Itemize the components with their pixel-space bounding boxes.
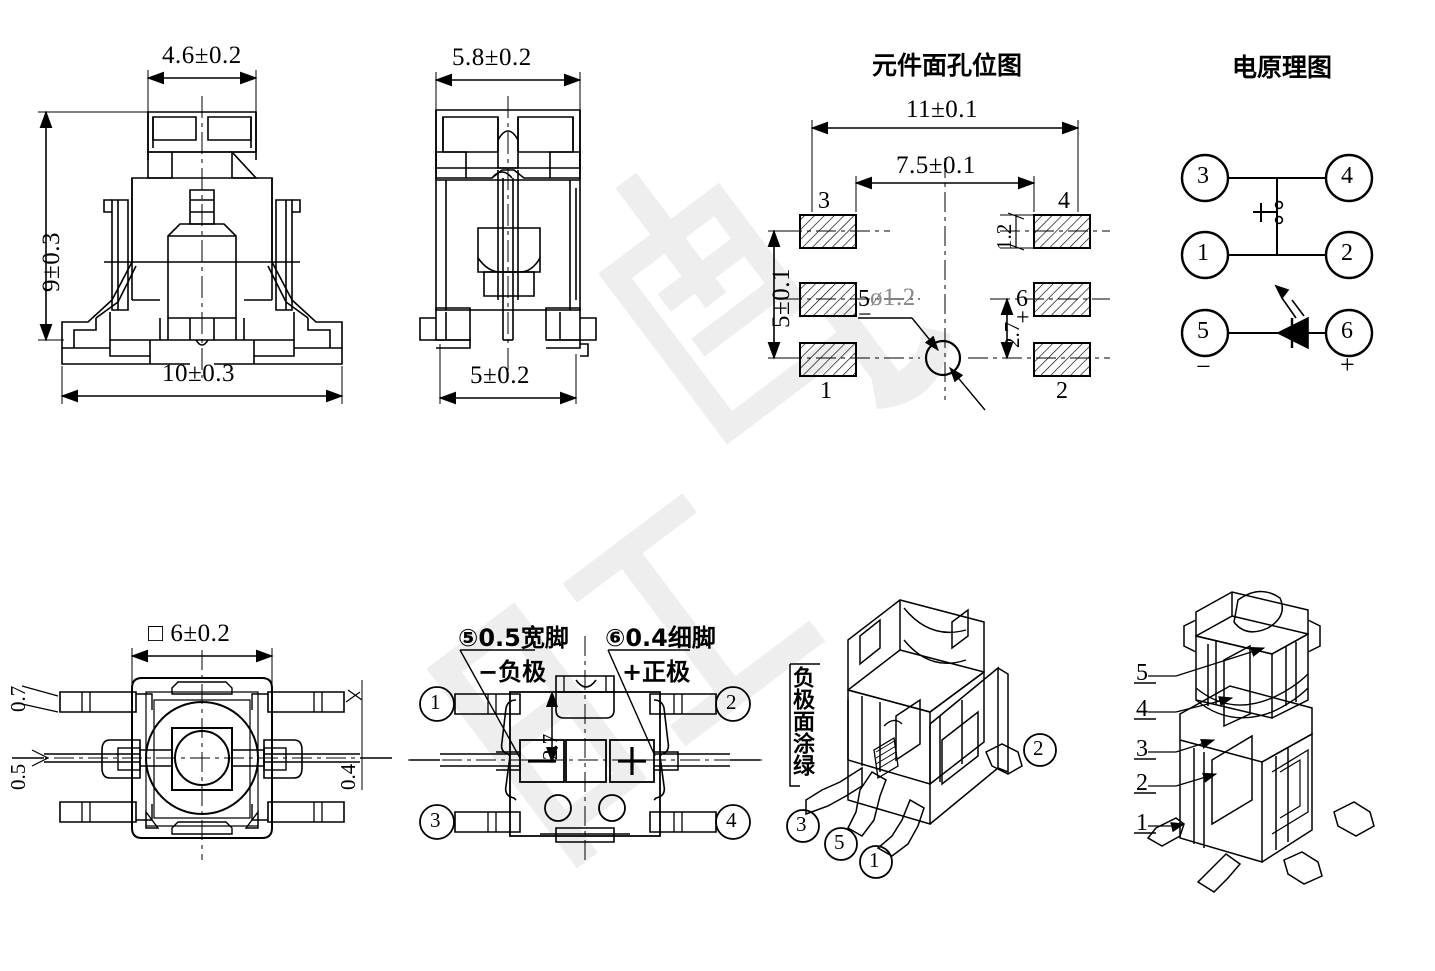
- pin5-polarity: −负极: [478, 658, 547, 686]
- dim-label-row-height: 5±0.1: [768, 268, 795, 328]
- schematic-title: 电原理图: [1232, 53, 1333, 82]
- pin6-polarity: +正极: [622, 658, 691, 686]
- iso-exploded-callout-3: 3: [1136, 736, 1148, 762]
- dim-1p2: [1000, 212, 1034, 251]
- terminal-plan-number-3: 3: [430, 808, 441, 832]
- dim-5: [438, 344, 578, 405]
- dim-6sq: [130, 648, 274, 684]
- pad-polarity-6: +: [1016, 305, 1030, 331]
- dim-label-outer-pitch: 11±0.1: [906, 96, 979, 123]
- dim-label-top-width: 4.6±0.2: [162, 42, 242, 69]
- dim-label-hole-diameter: ø1.2: [870, 284, 916, 311]
- pad-number-3: 3: [818, 188, 830, 214]
- pad-number-4: 4: [1058, 188, 1070, 214]
- terminal-plan-geometry: [410, 649, 760, 843]
- terminal-number-2: 2: [1341, 240, 1353, 266]
- terminal-number-1: 1: [1197, 240, 1209, 266]
- terminal-plan-number-1: 1: [430, 690, 441, 714]
- dim-label-overall-height: 9±0.3: [38, 232, 65, 292]
- pin6-spec: 0.4细脚: [625, 624, 716, 652]
- dim-label-lead-thickness: 0.4: [336, 763, 360, 790]
- iso-exploded-callout-2: 2: [1136, 770, 1148, 796]
- pcb-footprint-geometry: [799, 214, 1091, 377]
- pad-number-2: 2: [1056, 378, 1068, 404]
- iso-exploded-callout-1: 1: [1136, 810, 1148, 836]
- dim-label-body-square: □ 6±0.2: [148, 620, 231, 647]
- leader-0p4: [345, 680, 363, 790]
- terminal-number-5: 5: [1197, 318, 1209, 344]
- iso-underside-geometry: [786, 599, 1057, 879]
- schematic-geometry: [1180, 153, 1374, 358]
- terminal-number-4: 4: [1341, 163, 1353, 189]
- iso-exploded-geometry: [1134, 590, 1375, 893]
- iso-callout-3: 3: [796, 812, 807, 836]
- dim-label-side-bottom-width: 5±0.2: [470, 362, 530, 389]
- terminal-plan-number-4: 4: [726, 808, 737, 832]
- dim-9: [38, 110, 150, 342]
- dim-5p8: [434, 72, 582, 112]
- pad-number-5: 5: [858, 286, 870, 312]
- dim-label-lead-width-mid: 0.5: [6, 763, 30, 790]
- leader-0p7: [21, 685, 59, 713]
- dim-5row: [767, 229, 798, 360]
- side-elevation-geometry: [419, 109, 597, 357]
- front-elevation-geometry: [61, 111, 343, 365]
- terminal-polarity-6: +: [1340, 350, 1355, 379]
- pin5-marker: ⑤: [458, 624, 479, 652]
- pin6-note: ⑥0.4细脚: [605, 618, 716, 653]
- pin6-marker: ⑥: [605, 624, 626, 652]
- terminal-number-6: 6: [1341, 318, 1353, 344]
- pad-polarity-5: −: [858, 302, 872, 328]
- terminal-plan-number-2: 2: [726, 690, 737, 714]
- dim-10: [60, 366, 344, 404]
- dim-4p6: [146, 70, 258, 115]
- dim-11: [810, 120, 1080, 212]
- hole-leader: [858, 317, 986, 411]
- dim-7p5: [854, 176, 1036, 212]
- iso-callout-5: 5: [834, 830, 845, 854]
- dim-label-side-top-width: 5.8±0.2: [452, 44, 532, 71]
- leader-0p5: [31, 749, 49, 767]
- pcb-footprint-title: 元件面孔位图: [872, 51, 1023, 80]
- iso-exploded-callout-5: 5: [1136, 660, 1148, 686]
- iso-exploded-callout-4: 4: [1136, 696, 1148, 722]
- iso-underside-note: 负极面涂绿: [789, 666, 814, 776]
- dim-label-inner-pitch: 7.5±0.1: [896, 152, 976, 179]
- dim-label-overall-width: 10±0.3: [162, 360, 235, 387]
- terminal-number-3: 3: [1197, 163, 1209, 189]
- pin5-spec: 0.5宽脚: [478, 624, 569, 652]
- iso-callout-1: 1: [869, 848, 880, 872]
- iso-callout-2: 2: [1033, 736, 1044, 760]
- dim-label-lead-width-top: 0.7: [6, 685, 30, 712]
- terminal-polarity-5: −: [1196, 352, 1211, 381]
- pin5-note: ⑤0.5宽脚: [458, 618, 569, 653]
- pad-number-6: 6: [1016, 286, 1028, 312]
- dim-label-terminal-offset: 2.7: [538, 733, 562, 760]
- pad-number-1: 1: [820, 378, 832, 404]
- dim-label-pad-height: 1.2: [992, 223, 1016, 250]
